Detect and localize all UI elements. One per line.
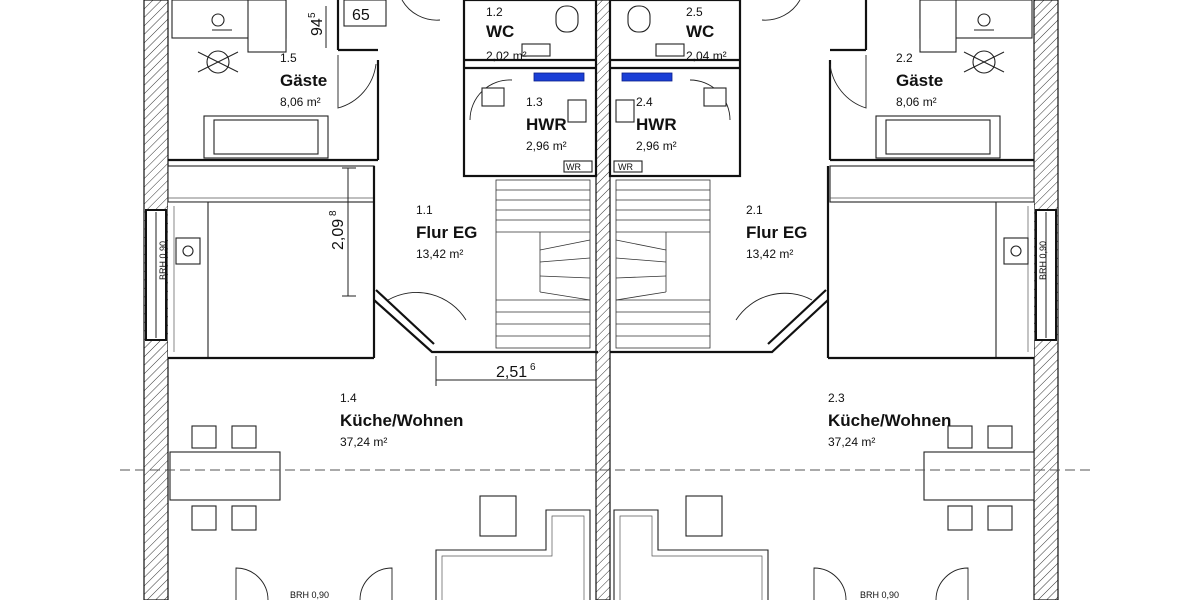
svg-text:8,06 m²: 8,06 m² [280, 95, 321, 109]
room-label-hwr-right: 2.4 HWR 2,96 m² [636, 95, 677, 153]
svg-text:2,96 m²: 2,96 m² [636, 139, 677, 153]
svg-text:2.3: 2.3 [828, 391, 845, 405]
svg-text:2.2: 2.2 [896, 51, 913, 65]
radiator-left [533, 72, 585, 82]
brh-label-left: BRH 0,90 [158, 241, 168, 280]
svg-text:1.5: 1.5 [280, 51, 297, 65]
svg-text:8,06 m²: 8,06 m² [896, 95, 937, 109]
svg-text:2,51: 2,51 [496, 364, 527, 381]
svg-text:Flur EG: Flur EG [416, 223, 477, 242]
staircase-right [615, 179, 711, 349]
wr-label-right: WR [618, 162, 633, 172]
svg-text:13,42 m²: 13,42 m² [746, 247, 793, 261]
furniture-right [613, 0, 1035, 600]
svg-text:BRH 0,90: BRH 0,90 [1038, 241, 1048, 280]
dim-251: 2,51 6 [496, 362, 536, 381]
room-label-gaeste-left: 1.5 Gäste 8,06 m² [280, 51, 327, 109]
svg-text:1.3: 1.3 [526, 95, 543, 109]
room-label-kueche-left: 1.4 Küche/Wohnen 37,24 m² [340, 391, 463, 449]
brh-label-bottom-right: BRH 0,90 [860, 590, 899, 600]
svg-text:8: 8 [328, 210, 339, 216]
brh-label-bottom-left: BRH 0,90 [290, 590, 329, 600]
svg-text:37,24 m²: 37,24 m² [828, 435, 875, 449]
svg-text:2.4: 2.4 [636, 95, 653, 109]
brh-label-right: BRH 0,90 [1038, 241, 1048, 280]
wr-label-left: WR [566, 162, 581, 172]
svg-text:2,09: 2,09 [330, 219, 347, 250]
svg-text:BRH 0,90: BRH 0,90 [158, 241, 168, 280]
room-label-wc-left: 1.2 WC 2,02 m² [486, 5, 527, 63]
staircase-left [495, 179, 591, 349]
room-label-flur-right: 2.1 Flur EG 13,42 m² [746, 203, 807, 261]
room-label-hwr-left: 1.3 HWR 2,96 m² [526, 95, 567, 153]
room-label-kueche-right: 2.3 Küche/Wohnen 37,24 m² [828, 391, 951, 449]
svg-text:2,96 m²: 2,96 m² [526, 139, 567, 153]
dim-65: 65 [352, 7, 370, 24]
svg-text:1.2: 1.2 [486, 5, 503, 19]
svg-text:1.4: 1.4 [340, 391, 357, 405]
svg-text:Gäste: Gäste [896, 71, 943, 90]
svg-text:13,42 m²: 13,42 m² [416, 247, 463, 261]
room-label-flur-left: 1.1 Flur EG 13,42 m² [416, 203, 477, 261]
svg-text:6: 6 [530, 362, 536, 373]
dimension-lines [325, 0, 597, 386]
svg-text:Gäste: Gäste [280, 71, 327, 90]
svg-text:37,24 m²: 37,24 m² [340, 435, 387, 449]
dim-209: 2,09 8 [328, 210, 347, 250]
svg-text:1.1: 1.1 [416, 203, 433, 217]
svg-text:2.5: 2.5 [686, 5, 703, 19]
radiator-right [621, 72, 673, 82]
svg-text:WC: WC [486, 22, 514, 41]
svg-text:Küche/Wohnen: Küche/Wohnen [340, 411, 463, 430]
svg-text:2.1: 2.1 [746, 203, 763, 217]
outer-walls [143, 0, 1059, 600]
svg-text:HWR: HWR [636, 115, 677, 134]
room-label-wc-right: 2.5 WC 2,04 m² [686, 5, 727, 63]
svg-text:5: 5 [307, 12, 318, 18]
svg-text:HWR: HWR [526, 115, 567, 134]
svg-text:2,02 m²: 2,02 m² [486, 49, 527, 63]
room-label-gaeste-right: 2.2 Gäste 8,06 m² [896, 51, 943, 109]
svg-text:Küche/Wohnen: Küche/Wohnen [828, 411, 951, 430]
svg-text:WC: WC [686, 22, 714, 41]
dim-94: 94 5 [307, 12, 326, 36]
left-unit-walls [167, 0, 598, 360]
furniture-left [169, 0, 593, 600]
svg-text:2,04 m²: 2,04 m² [686, 49, 727, 63]
svg-text:Flur EG: Flur EG [746, 223, 807, 242]
svg-text:94: 94 [309, 18, 326, 36]
